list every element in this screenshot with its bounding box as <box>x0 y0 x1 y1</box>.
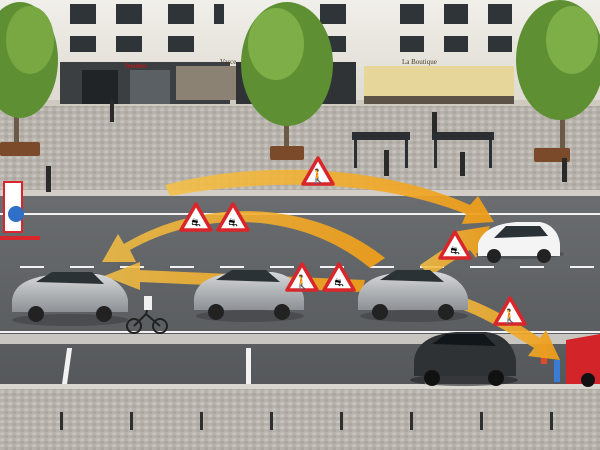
pedestrian-warning-icon: 🚶 <box>309 168 326 185</box>
tree-right <box>516 0 600 154</box>
vehicles <box>12 222 600 387</box>
cyclist <box>126 296 168 334</box>
car-dark <box>410 332 518 386</box>
warning-sign-slippery-1: ⛐ <box>179 202 213 232</box>
slippery-road-warning-icon: ⛐ <box>191 217 201 229</box>
slippery-road-warning-icon: ⛐ <box>334 277 344 289</box>
shop-sign-middle: Vasce <box>220 58 236 66</box>
construction-barrier <box>0 181 40 240</box>
shop-sign-right: La Boutique <box>402 58 437 66</box>
slippery-road-warning-icon: ⛐ <box>450 245 460 257</box>
car-right-lane2 <box>358 270 468 322</box>
car-center <box>194 270 304 322</box>
warning-sign-pedestrian-top: 🚶 <box>301 156 335 186</box>
warning-sign-slippery-2: ⛐ <box>216 202 250 232</box>
warning-sign-slippery-3: ⛐ <box>438 230 472 260</box>
tree-center <box>241 2 333 154</box>
pedestrian-warning-icon: 🚶 <box>293 274 310 291</box>
bus-shelters <box>352 132 494 168</box>
car-left <box>12 272 128 326</box>
warning-sign-pedestrian-mid: 🚶 <box>285 262 319 292</box>
street-trees <box>0 0 600 162</box>
car-white <box>476 222 564 263</box>
warning-sign-pedestrian-right: 🚶 <box>493 296 527 326</box>
lower-sidewalk <box>0 386 600 450</box>
car-red <box>566 334 600 387</box>
bollards <box>60 412 553 430</box>
warning-sign-slippery-4: ⛐ <box>322 262 356 292</box>
shop-sign-left: Jeeehes <box>124 62 147 70</box>
slippery-road-warning-icon: ⛐ <box>228 217 238 229</box>
tree-left <box>0 2 58 152</box>
pedestrian-warning-icon: 🚶 <box>501 308 518 325</box>
